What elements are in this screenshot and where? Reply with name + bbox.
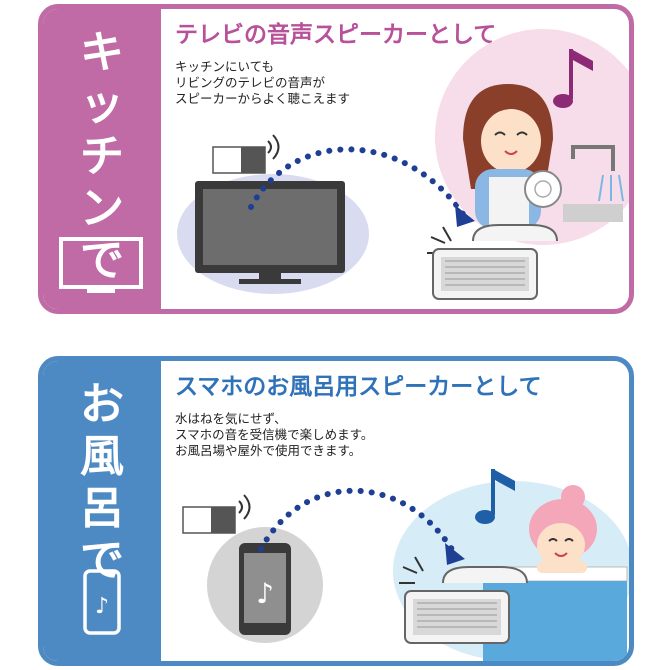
smartphone-music-icon: ♪ <box>83 569 121 635</box>
signal-path <box>248 146 466 217</box>
bath-desc-line: スマホの音を受信機で楽しめます。 <box>175 427 374 442</box>
bath-desc-line: 水はねを気にせず、 <box>175 411 287 426</box>
tv-icon <box>59 237 143 293</box>
bath-panel: お 風 呂 で ♪ スマホのお風呂用スピーカーとして 水はねを気にせず、 スマホ… <box>38 356 634 666</box>
svg-text:♪: ♪ <box>95 594 109 619</box>
child-icon <box>529 485 597 573</box>
bath-desc-line: お風呂場や屋外で使用できます。 <box>175 443 362 458</box>
kitchen-illustration <box>177 29 629 300</box>
kitchen-description: キッチンにいても リビングのテレビの音声が スピーカーからよく聴こえます <box>175 59 350 107</box>
television-icon <box>195 181 345 284</box>
woman-icon <box>463 84 562 229</box>
kitchen-heading: テレビの音声スピーカーとして <box>175 22 497 48</box>
kitchen-side-char: ッ <box>80 79 124 130</box>
music-note-icon <box>475 469 515 524</box>
bath-side-char: 呂 <box>80 483 124 534</box>
music-note-icon <box>553 49 593 108</box>
kitchen-side-label: キ ッ チ ン で <box>43 27 161 287</box>
signal-path <box>258 487 456 554</box>
kitchen-side-char: チ <box>80 131 124 182</box>
faucet-icon <box>563 145 624 222</box>
kitchen-panel: キ ッ チ ン で テレビの音声スピーカーとして キッチンにいても リビングのテ… <box>38 4 634 314</box>
kitchen-side-char: キ <box>80 27 124 78</box>
bath-side-label: お 風 呂 で <box>43 379 161 587</box>
speaker-icon <box>399 556 528 644</box>
kitchen-side-char: ン <box>80 183 124 234</box>
signal-arrow-icon <box>455 205 475 227</box>
kitchen-side-bar: キ ッ チ ン で <box>43 9 161 309</box>
bath-side-char: お <box>80 379 124 430</box>
transmitter-icon <box>182 494 251 534</box>
signal-arrow-icon <box>445 543 465 565</box>
kitchen-side-char: で <box>80 235 124 286</box>
kitchen-desc-line: キッチンにいても <box>175 59 275 74</box>
transmitter-icon <box>212 134 280 174</box>
bath-side-char: 風 <box>80 431 124 482</box>
kitchen-desc-line: リビングのテレビの音声が <box>175 75 326 90</box>
bath-side-bar: お 風 呂 で ♪ <box>43 361 161 661</box>
svg-text:♪: ♪ <box>256 577 274 610</box>
bath-illustration: ♪ <box>182 469 629 661</box>
bath-side-char: で <box>80 535 124 586</box>
bath-heading: スマホのお風呂用スピーカーとして <box>175 374 542 400</box>
bath-description: 水はねを気にせず、 スマホの音を受信機で楽しめます。 お風呂場や屋外で使用できま… <box>175 411 373 459</box>
smartphone-icon: ♪ <box>239 543 291 635</box>
speaker-icon <box>427 224 558 300</box>
kitchen-desc-line: スピーカーからよく聴こえます <box>175 91 351 106</box>
